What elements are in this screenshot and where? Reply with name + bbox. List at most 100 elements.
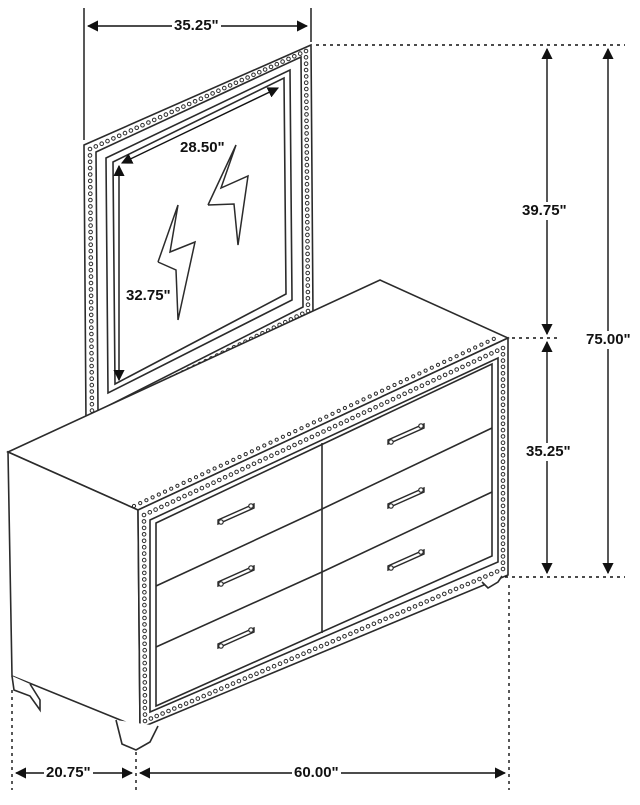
- nailhead-stud: [268, 64, 274, 70]
- nailhead-stud: [413, 386, 419, 391]
- drawer-divider-right-2: [321, 491, 493, 573]
- nailhead-stud: [324, 414, 329, 419]
- nailhead-stud: [349, 403, 354, 408]
- nailhead-stud: [411, 374, 416, 379]
- nailhead-stud: [330, 639, 336, 644]
- nailhead-stud: [338, 421, 344, 426]
- nailhead-stud: [304, 156, 310, 162]
- nailhead-stud: [88, 242, 93, 247]
- nailhead-stud: [318, 643, 324, 649]
- nailhead-stud: [500, 453, 506, 458]
- nailhead-stud: [111, 136, 116, 141]
- nailhead-stud: [237, 454, 242, 460]
- nailhead-stud: [142, 577, 147, 582]
- nailhead-stud: [188, 491, 193, 496]
- nailhead-stud: [473, 345, 478, 350]
- nailhead-stud: [361, 397, 366, 402]
- nailhead-stud: [227, 83, 233, 88]
- nailhead-stud: [274, 437, 279, 442]
- nailhead-stud: [500, 497, 506, 502]
- nailhead-stud: [367, 394, 372, 399]
- nailhead-stud: [157, 114, 163, 120]
- nailhead-stud: [88, 236, 93, 241]
- nailhead-stud: [280, 59, 285, 64]
- nailhead-stud: [400, 609, 406, 614]
- nailhead-stud: [305, 264, 311, 269]
- nailhead-stud: [142, 654, 147, 659]
- nailhead-stud: [305, 302, 311, 308]
- nailhead-stud: [262, 443, 267, 448]
- nailhead-stud: [297, 51, 303, 56]
- nailhead-stud: [304, 194, 310, 200]
- nailhead-stud: [304, 169, 310, 174]
- nailhead-stud: [89, 357, 94, 362]
- nailhead-stud: [305, 232, 310, 238]
- nailhead-stud: [162, 489, 168, 494]
- nailhead-stud: [142, 635, 147, 640]
- nailhead-stud: [260, 668, 265, 674]
- nailhead-stud: [304, 124, 309, 130]
- nailhead-stud: [304, 86, 309, 92]
- nailhead-stud: [251, 461, 257, 467]
- nailhead-stud: [142, 680, 148, 685]
- nailhead-stud: [224, 683, 230, 689]
- nailhead-stud: [500, 541, 506, 547]
- nailhead-stud: [134, 125, 139, 131]
- nailhead-stud: [141, 557, 147, 563]
- nailhead-stud: [88, 248, 94, 254]
- nailhead-stud: [225, 460, 230, 465]
- nailhead-stud: [88, 191, 93, 196]
- nailhead-stud: [305, 226, 310, 231]
- nailhead-stud: [88, 280, 94, 286]
- nailhead-stud: [424, 599, 430, 604]
- nailhead-stud: [491, 336, 496, 341]
- nailhead-stud: [206, 469, 211, 474]
- nailhead-stud: [435, 362, 441, 367]
- nailhead-stud: [460, 364, 465, 370]
- nailhead-stud: [277, 661, 283, 667]
- nailhead-stud: [283, 658, 289, 664]
- nailhead-stud: [204, 93, 210, 99]
- nailhead-stud: [453, 586, 459, 592]
- nailhead-stud: [99, 141, 104, 146]
- nailhead-stud: [88, 287, 94, 292]
- nailhead-stud: [500, 396, 506, 401]
- nailhead-stud: [265, 666, 271, 672]
- nailhead-stud: [142, 628, 147, 634]
- nailhead-stud: [483, 353, 488, 359]
- nailhead-stud: [429, 365, 434, 370]
- nailhead-stud: [395, 611, 400, 617]
- nailhead-stud: [305, 245, 310, 250]
- nailhead-stud: [177, 703, 183, 709]
- nailhead-stud: [240, 466, 245, 472]
- bar-handle-icon: [217, 564, 255, 588]
- nailhead-stud: [304, 181, 310, 187]
- nailhead-stud: [141, 519, 147, 524]
- nailhead-stud: [274, 450, 280, 456]
- nailhead-stud: [412, 604, 418, 609]
- nailhead-stud: [88, 204, 93, 209]
- nailhead-stud: [89, 395, 95, 401]
- nailhead-stud: [183, 701, 189, 706]
- nailhead-stud: [303, 67, 309, 73]
- nailhead-stud: [500, 389, 506, 395]
- nailhead-stud: [342, 405, 347, 411]
- nailhead-stud: [500, 522, 506, 528]
- nailhead-stud: [189, 698, 195, 704]
- nailhead-stud: [142, 699, 148, 705]
- nailhead-stud: [436, 594, 441, 599]
- nailhead-stud: [295, 653, 300, 659]
- nailhead-stud: [500, 554, 506, 559]
- nailhead-stud: [500, 434, 506, 439]
- nailhead-stud: [304, 143, 310, 149]
- nailhead-stud: [200, 472, 205, 477]
- nailhead-stud: [142, 570, 147, 576]
- nailhead-stud: [88, 274, 94, 279]
- nailhead-stud: [242, 676, 248, 681]
- nailhead-stud: [142, 718, 148, 724]
- nailhead-stud: [305, 423, 310, 428]
- drawer-divider-left-2: [155, 571, 323, 648]
- nailhead-stud: [88, 299, 94, 305]
- nailhead-stud: [442, 359, 447, 364]
- nailhead-stud: [289, 656, 295, 662]
